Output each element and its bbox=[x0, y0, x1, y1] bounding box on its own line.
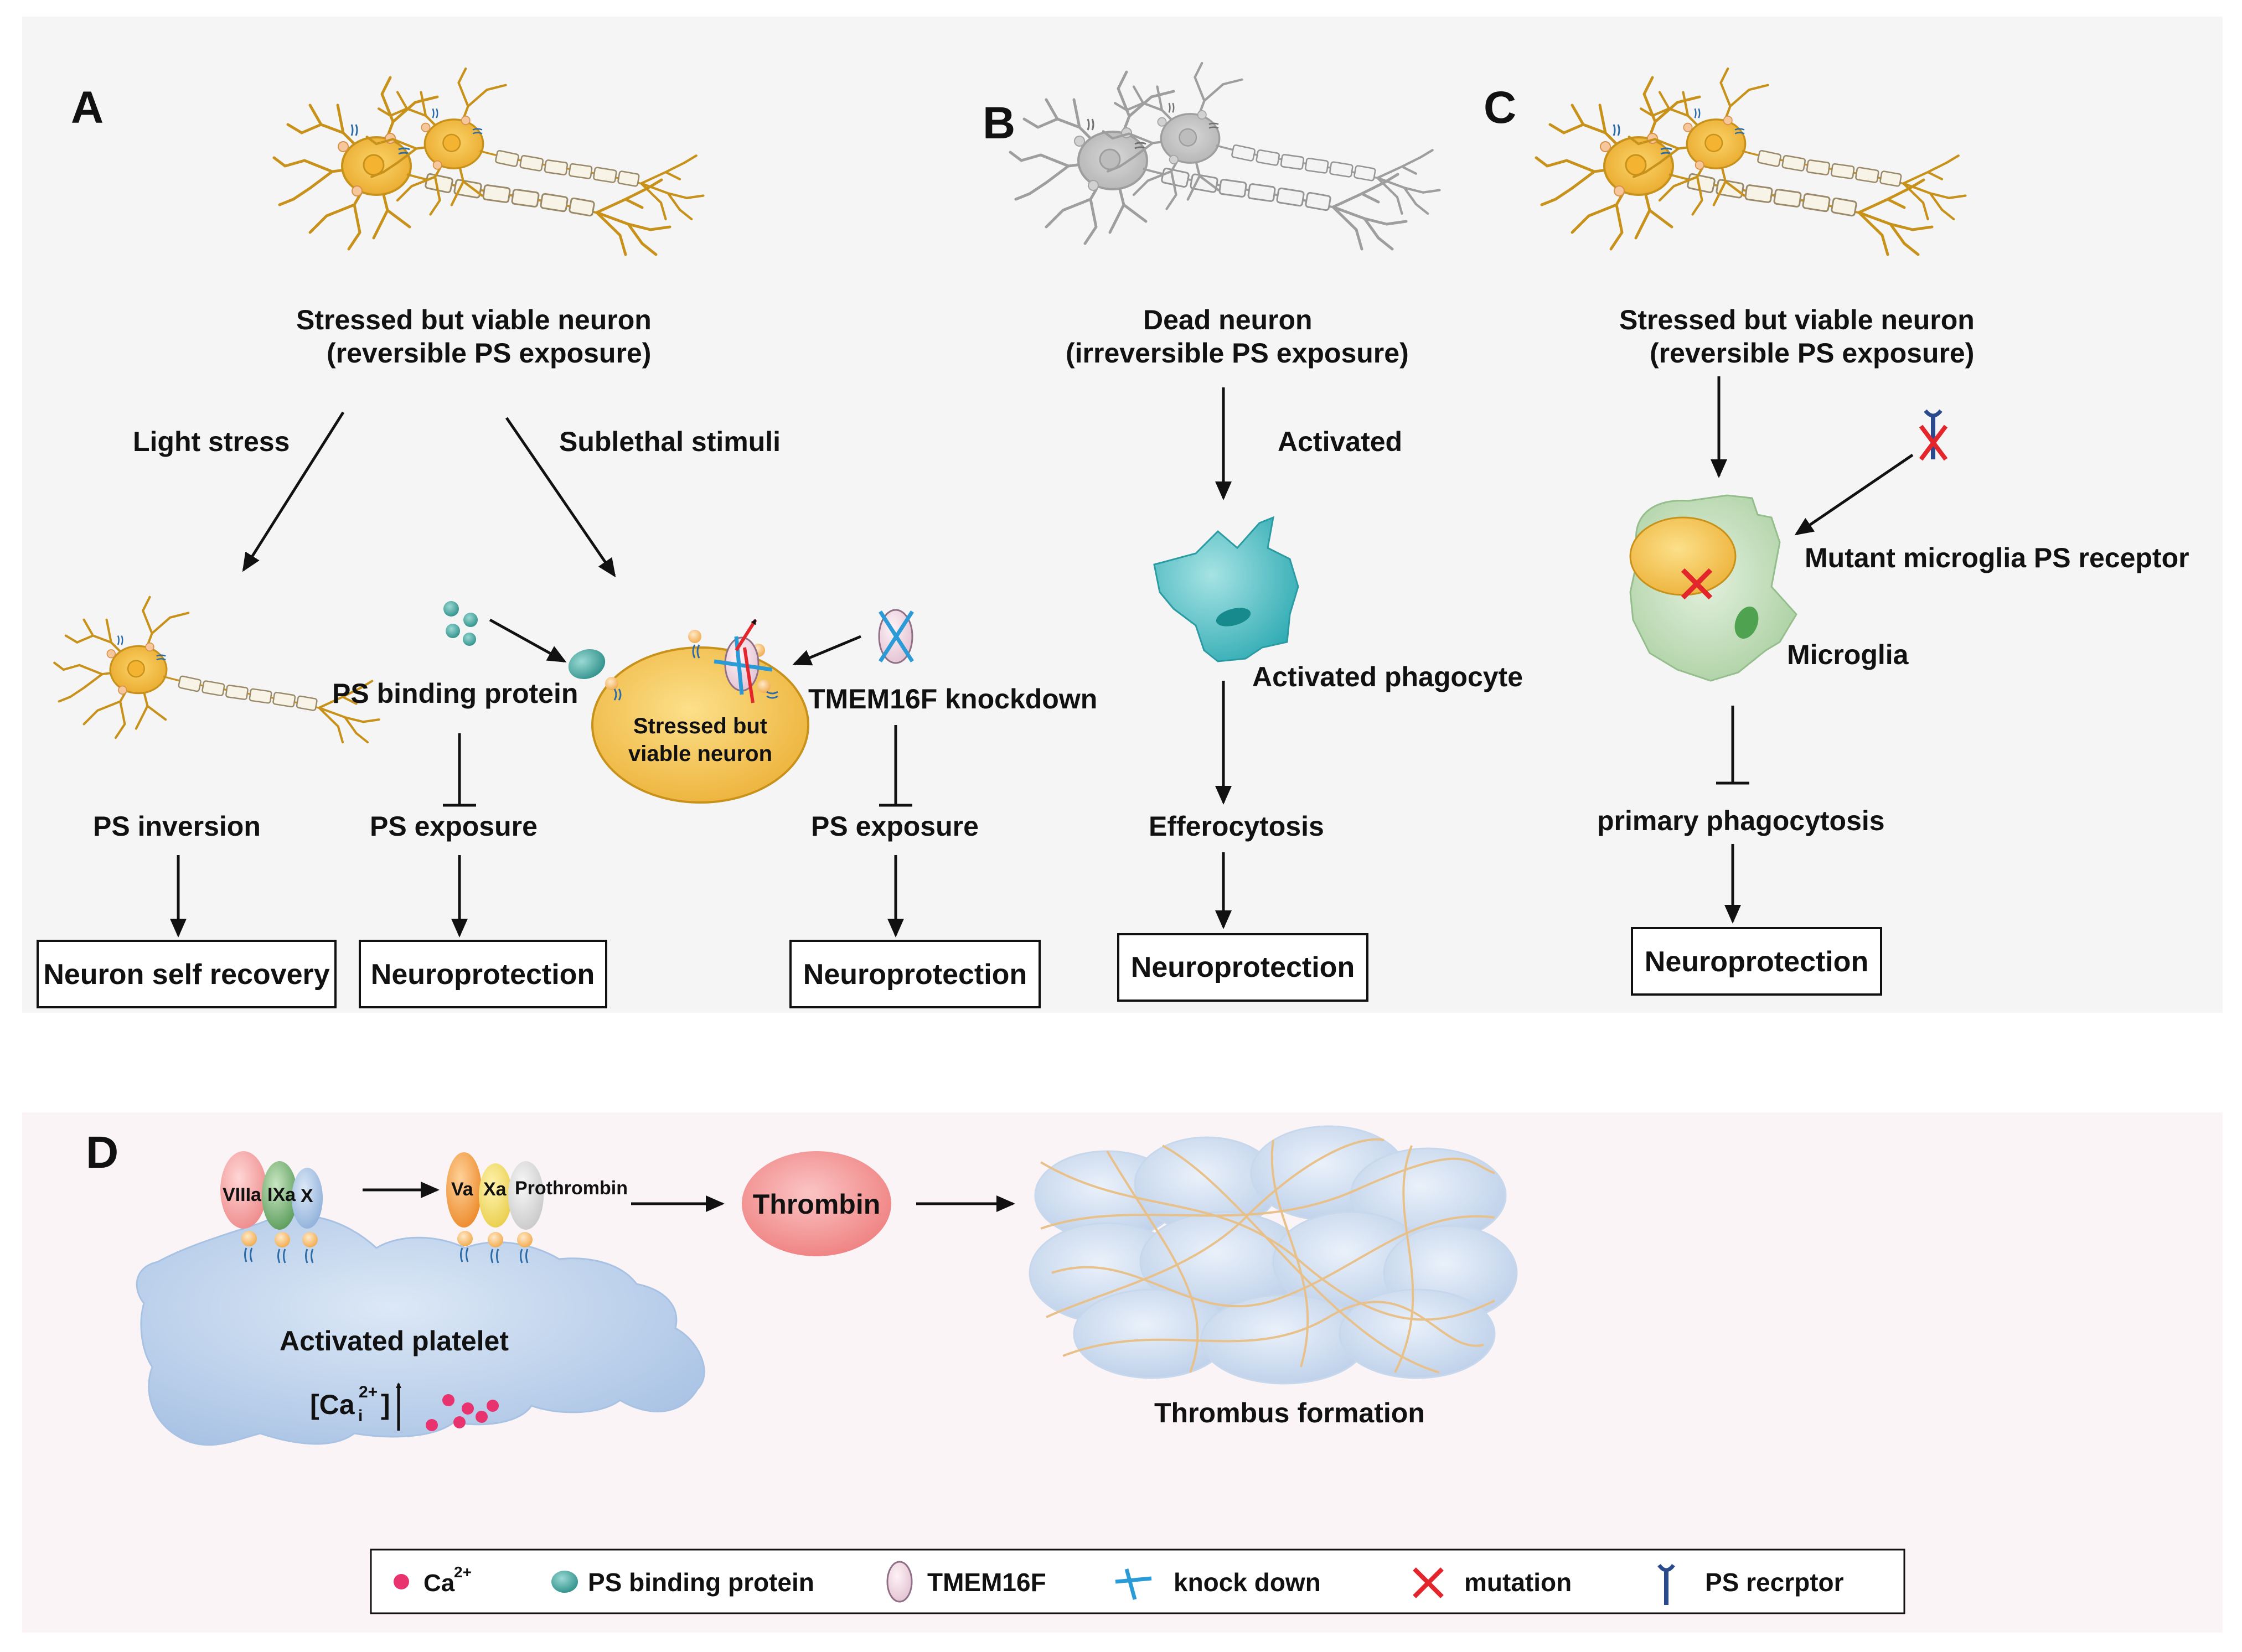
box-neuroprotection-b: Neuroprotection bbox=[1117, 933, 1368, 1002]
panel-c-title-line1: Stressed but viable neuron bbox=[1619, 304, 1975, 335]
tenase-complex bbox=[220, 1151, 323, 1263]
legend: Ca 2+ PS binding protein TMEM16F knock d… bbox=[370, 1549, 1905, 1614]
neuroprotection-b-text: Neuroprotection bbox=[1131, 951, 1355, 983]
label-light-stress: Light stress bbox=[133, 426, 290, 457]
legend-ca-text: Ca bbox=[423, 1570, 455, 1597]
inhibition-microglia bbox=[1716, 706, 1749, 785]
arrow-receptor-to-microglia bbox=[1794, 453, 1914, 536]
legend-ps-binding-protein: PS binding protein bbox=[551, 1568, 814, 1597]
legend-ps-receptor-text: PS recrptor bbox=[1705, 1568, 1844, 1597]
legend-ca-sup: 2+ bbox=[454, 1563, 472, 1581]
label-viiia: VIIIa bbox=[223, 1184, 262, 1205]
label-activated: Activated bbox=[1278, 426, 1402, 457]
arrow-tmem16f bbox=[792, 635, 861, 666]
neuroprotection-a1-text: Neuroprotection bbox=[371, 959, 595, 991]
calcium-ions bbox=[426, 1394, 499, 1431]
arrow-sublethal bbox=[505, 417, 616, 578]
panel-label-a: A bbox=[71, 82, 104, 133]
inhibition-tmem16f bbox=[879, 725, 912, 807]
label-ps-binding-protein: PS binding protein bbox=[332, 678, 578, 709]
calcium-bracket-open: [Ca bbox=[310, 1389, 355, 1420]
panel-a-title-line1: Stressed but viable neuron bbox=[296, 304, 652, 335]
panel-label-d: D bbox=[86, 1127, 118, 1178]
activated-platelet bbox=[136, 1214, 705, 1446]
calcium-readout: [Ca i 2+ ] bbox=[310, 1382, 401, 1431]
panel-label-b: B bbox=[983, 98, 1015, 148]
label-x: X bbox=[301, 1185, 313, 1206]
panel-b-title-line2: (irreversible PS exposure) bbox=[1066, 338, 1409, 369]
prothrombinase-complex bbox=[446, 1152, 544, 1263]
legend-ps-binding-protein-text: PS binding protein bbox=[588, 1568, 814, 1597]
label-activated-phagocyte: Activated phagocyte bbox=[1252, 661, 1523, 692]
ps-binding-protein-dots bbox=[443, 601, 478, 646]
mutant-receptor-icon bbox=[1919, 409, 1948, 461]
label-sublethal-stimuli: Sublethal stimuli bbox=[559, 426, 781, 457]
inhibition-ps-binding bbox=[443, 733, 476, 807]
legend-ca: Ca 2+ bbox=[394, 1563, 472, 1597]
panel-label-c: C bbox=[1484, 82, 1516, 133]
legend-tmem16f: TMEM16F bbox=[886, 1561, 1046, 1603]
label-va: Va bbox=[451, 1179, 474, 1200]
box-neuroprotection-a1: Neuroprotection bbox=[359, 940, 607, 1008]
legend-mutation: mutation bbox=[1413, 1567, 1572, 1598]
stressed-viable-cell bbox=[568, 619, 809, 804]
label-microglia: Microglia bbox=[1787, 639, 1909, 670]
legend-knock-down-text: knock down bbox=[1174, 1568, 1321, 1597]
label-ps-exposure-1: PS exposure bbox=[370, 811, 538, 842]
label-xa: Xa bbox=[483, 1179, 507, 1200]
cell-label-line1: Stressed but bbox=[633, 714, 767, 738]
label-primary-phagocytosis: primary phagocytosis bbox=[1597, 805, 1885, 836]
label-thrombus-formation: Thrombus formation bbox=[1154, 1397, 1425, 1428]
box-neuroprotection-c: Neuroprotection bbox=[1631, 927, 1882, 996]
legend-ps-receptor: PS recrptor bbox=[1657, 1563, 1844, 1605]
neuroprotection-a2-text: Neuroprotection bbox=[803, 959, 1027, 991]
panel-a-title-line2: (reversible PS exposure) bbox=[327, 338, 651, 369]
panel-b-title-line1: Dead neuron bbox=[1143, 304, 1313, 335]
legend-knock-down: knock down bbox=[1115, 1568, 1321, 1600]
thrombus-clot bbox=[1029, 1125, 1518, 1385]
legend-mutation-text: mutation bbox=[1464, 1568, 1572, 1597]
label-ps-exposure-2: PS exposure bbox=[811, 811, 979, 842]
label-activated-platelet: Activated platelet bbox=[280, 1325, 509, 1356]
thrombin-blob bbox=[742, 1151, 891, 1256]
microglia-mutation-mark bbox=[1681, 568, 1713, 600]
label-ixa: IXa bbox=[267, 1184, 296, 1205]
engulfed-neuron bbox=[1629, 516, 1737, 596]
phagocyte-nucleus bbox=[1216, 608, 1251, 626]
label-tmem16f-knockdown: TMEM16F knockdown bbox=[808, 683, 1097, 714]
calcium-bracket-close: ] bbox=[381, 1389, 390, 1420]
box-neuroprotection-a2: Neuroprotection bbox=[789, 940, 1041, 1008]
activated-phagocyte bbox=[1153, 516, 1299, 662]
label-mutant-receptor: Mutant microglia PS receptor bbox=[1805, 542, 2189, 573]
tmem16f-knocked-down bbox=[878, 609, 914, 664]
arrow-binding-protein bbox=[489, 618, 567, 663]
calcium-subscript: i bbox=[358, 1407, 363, 1425]
arrow-light-stress bbox=[242, 411, 345, 572]
panel-c-title-line2: (reversible PS exposure) bbox=[1650, 338, 1974, 369]
neuroprotection-c-text: Neuroprotection bbox=[1645, 946, 1868, 978]
label-efferocytosis: Efferocytosis bbox=[1149, 811, 1324, 842]
box-neuron-self-recovery: Neuron self recovery bbox=[37, 940, 337, 1008]
label-prothrombin: Prothrombin bbox=[515, 1178, 628, 1199]
cell-label-line2: viable neuron bbox=[628, 742, 772, 766]
calcium-superscript: 2+ bbox=[359, 1383, 378, 1401]
microglia-nucleus bbox=[1734, 606, 1759, 639]
label-thrombin: Thrombin bbox=[753, 1189, 881, 1220]
legend-tmem16f-text: TMEM16F bbox=[927, 1568, 1046, 1597]
label-ps-inversion: PS inversion bbox=[93, 811, 261, 842]
neuron-self-recovery-text: Neuron self recovery bbox=[43, 959, 329, 991]
